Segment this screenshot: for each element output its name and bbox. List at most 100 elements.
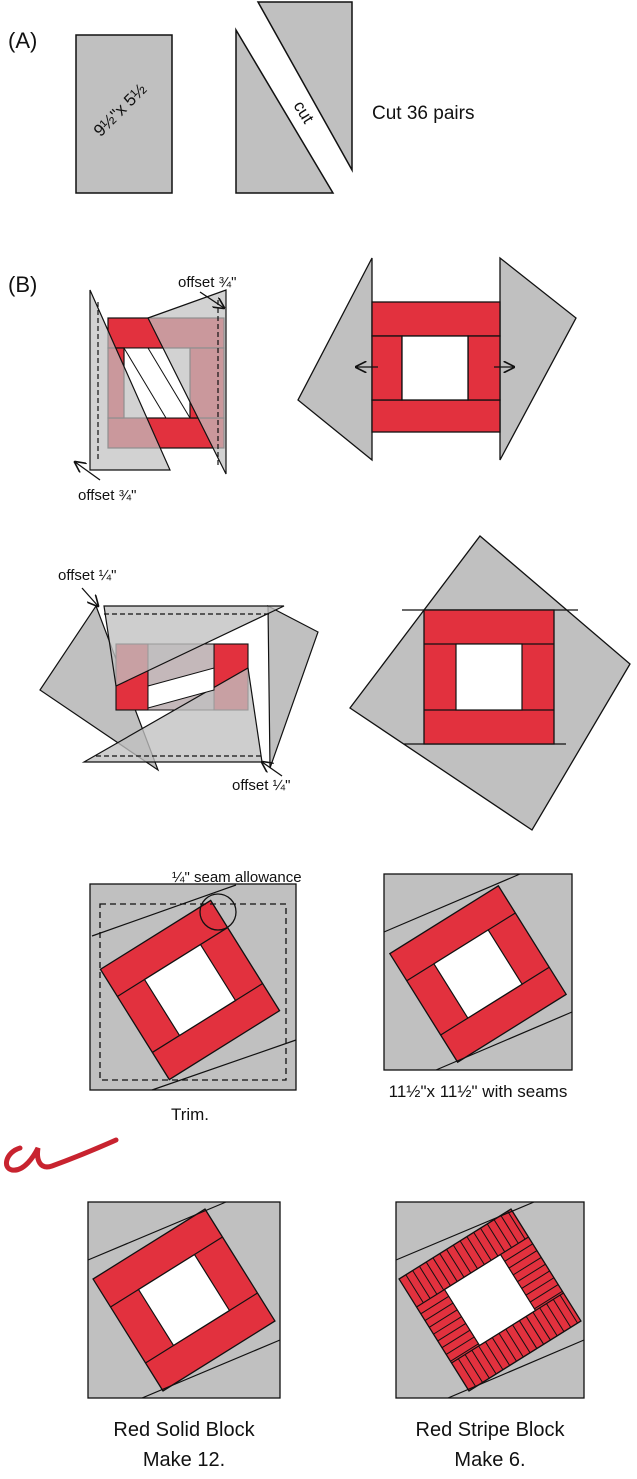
stripe-line [521, 1270, 550, 1289]
stripe-line [445, 1336, 475, 1355]
stripe-line [559, 1294, 578, 1324]
frame-left-strip [371, 335, 403, 401]
stripe-line [504, 1243, 533, 1262]
trim-step [89, 883, 297, 1091]
frame-center [455, 643, 523, 711]
right-triangle [499, 256, 577, 461]
cut-pairs-note: Cut 36 pairs [372, 103, 474, 124]
stripe-line [432, 1257, 451, 1287]
stripe-line [446, 1249, 465, 1278]
rotated-frame [92, 1208, 276, 1392]
finished-size-label: 11½"x 11½" with seams [389, 1082, 568, 1101]
stripe-line [412, 1270, 431, 1299]
arrow-icon [75, 462, 101, 481]
trim-dashed-line [99, 903, 287, 1081]
stripe-line [512, 1324, 531, 1354]
frame-center [443, 1253, 537, 1347]
rotated-frame [398, 1208, 582, 1392]
arrow-icon [81, 587, 98, 606]
bottom-triangle-overlay [81, 667, 263, 763]
arrow-icon [262, 762, 283, 777]
cut-triangle-left [235, 27, 335, 194]
stripe-line [457, 1358, 477, 1387]
stripe-line [500, 1215, 519, 1244]
stripe-line [485, 1341, 504, 1371]
stripe-line [439, 1253, 458, 1282]
stripe-line [486, 1223, 506, 1253]
stripe-line [466, 1236, 485, 1265]
step-b2-pressed [297, 256, 577, 462]
offset-three-quarter-bottom-label: offset ¾" [78, 487, 136, 504]
left-triangle [297, 257, 373, 462]
frame-center [401, 335, 469, 401]
offset-quarter-bottom-label: offset ¼" [232, 777, 290, 794]
diagonal-seam-top [87, 1201, 227, 1261]
diagonal-seam-bottom [447, 1339, 585, 1399]
stripe-line [471, 1349, 490, 1379]
diagonal-seam-bottom [435, 1011, 573, 1071]
stripe-line [534, 1290, 563, 1310]
top-triangle-overlay [103, 605, 285, 687]
trim-label: Trim. [171, 1105, 209, 1124]
stripe-line [525, 1316, 545, 1345]
frame-bottom-strip [371, 399, 501, 433]
right-triangle-overlay [147, 289, 227, 475]
center-gap [123, 347, 191, 419]
stripe-line [493, 1219, 512, 1248]
cut-triangle-right [256, 1, 353, 173]
stripe-line [452, 1244, 472, 1274]
offset-three-quarter-top-label: offset ¾" [178, 274, 236, 291]
stripe-line [491, 1337, 511, 1366]
frame-center [137, 1253, 231, 1347]
stripe-block-count: Make 6. [454, 1449, 525, 1471]
solid-block-name: Red Solid Block [113, 1419, 255, 1441]
arrow-icon [199, 291, 224, 308]
stripe-line [532, 1311, 551, 1341]
solid-block-count: Make 12. [143, 1449, 225, 1471]
diagonal-seam-top [91, 884, 237, 937]
finished-block [383, 873, 573, 1071]
frame-center [433, 929, 523, 1019]
stripe-line [529, 1284, 559, 1303]
stripe-line [508, 1250, 538, 1269]
rectangle-piece [75, 34, 173, 194]
stripe-line [405, 1274, 424, 1304]
stripe-line [459, 1240, 479, 1270]
stripe-line [478, 1345, 497, 1375]
stripe-line [498, 1333, 517, 1362]
stripe-line [437, 1322, 466, 1342]
stripe-line [418, 1266, 438, 1295]
decorative-swash-icon [3, 1137, 119, 1173]
red-stripe-block [395, 1201, 585, 1399]
seam-allowance-circle [199, 893, 237, 931]
stripe-line [518, 1320, 538, 1349]
stripe-line [552, 1299, 572, 1328]
step-b3-overlap [39, 604, 319, 772]
stripe-line [546, 1303, 565, 1332]
stripe-line [433, 1316, 462, 1335]
step-b1-overlap [89, 289, 227, 475]
left-triangle-overlay [89, 289, 171, 471]
stripe-line [512, 1256, 542, 1276]
stripe-line [507, 1210, 526, 1240]
stripe-block-name: Red Stripe Block [416, 1419, 566, 1441]
diagonal-seam-top [395, 1201, 535, 1261]
stripe-line [424, 1302, 454, 1321]
frame-top-strip [371, 301, 501, 337]
red-solid-block [87, 1201, 281, 1399]
stripe-line [517, 1263, 546, 1283]
stripe-line [464, 1354, 483, 1383]
stripe-line [450, 1343, 479, 1362]
rotated-frame [388, 884, 568, 1064]
stripe-line [539, 1307, 558, 1337]
section-a-label: (A) [8, 28, 37, 53]
center-gap [147, 667, 215, 709]
frame-right-strip [467, 335, 501, 401]
frame-center [143, 943, 237, 1037]
step-b4-pressed [349, 535, 631, 831]
stripe-line [428, 1309, 458, 1328]
stripe-line [525, 1277, 555, 1296]
diagonal-seam-bottom [141, 1339, 281, 1399]
